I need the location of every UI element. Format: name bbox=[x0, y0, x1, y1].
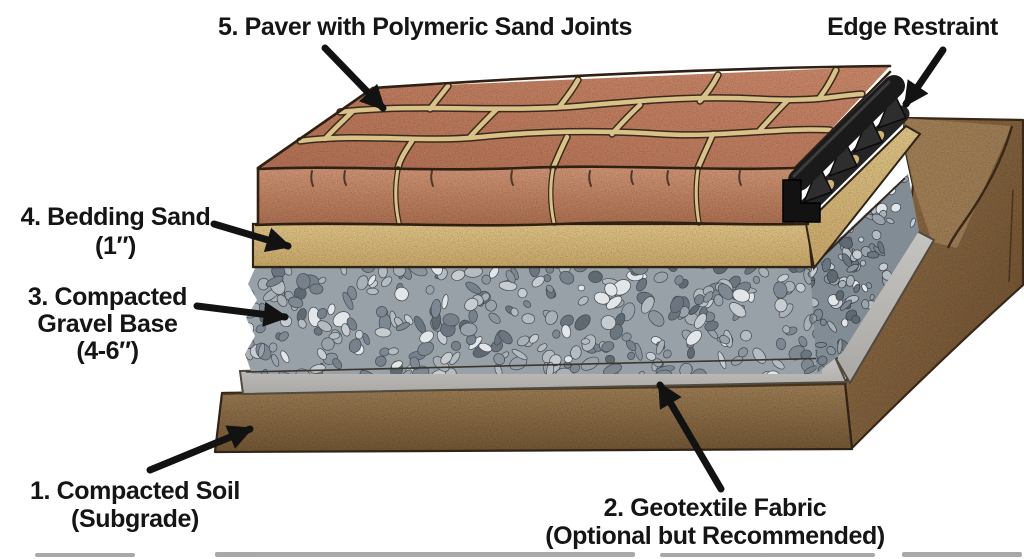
label-geotextile: 2. Geotextile Fabric (Optional but Recom… bbox=[500, 494, 930, 550]
arrow-paver bbox=[321, 44, 387, 112]
paver-front-face bbox=[258, 168, 795, 224]
label-gravel-base-line1: 3. Compacted bbox=[27, 283, 188, 311]
label-compacted-soil-line2: (Subgrade) bbox=[71, 505, 199, 533]
soil-bank bbox=[843, 116, 1024, 450]
label-edge-restraint-text: Edge Restraint bbox=[827, 13, 998, 41]
bottom-edge-strip bbox=[35, 552, 1022, 557]
soil-trench-slope bbox=[903, 118, 1012, 248]
arrow-compacted-soil bbox=[146, 425, 254, 474]
edge-restraint-cross-section bbox=[782, 179, 821, 223]
label-bedding-sand-line1: 4. Bedding Sand bbox=[20, 203, 211, 231]
label-gravel-base-line3: (4-6″) bbox=[76, 337, 139, 365]
label-gravel-base: 3. Compacted Gravel Base (4-6″) bbox=[5, 284, 210, 365]
arrow-bedding-sand bbox=[210, 220, 292, 252]
label-edge-restraint: Edge Restraint bbox=[805, 13, 1020, 41]
label-geotextile-line1: 2. Geotextile Fabric bbox=[603, 494, 827, 522]
label-bedding-sand: 4. Bedding Sand (1″) bbox=[8, 203, 223, 261]
gravel-layer-front bbox=[245, 265, 839, 374]
label-compacted-soil-line1: 1. Compacted Soil bbox=[30, 477, 240, 505]
label-paver-joints-text: 5. Paver with Polymeric Sand Joints bbox=[218, 13, 632, 41]
label-paver-joints: 5. Paver with Polymeric Sand Joints bbox=[175, 13, 675, 41]
paver-joint-lines bbox=[254, 64, 892, 227]
bedding-sand-rail bbox=[804, 124, 922, 271]
label-geotextile-line2: (Optional but Recommended) bbox=[545, 522, 885, 550]
label-compacted-soil: 1. Compacted Soil (Subgrade) bbox=[25, 477, 245, 533]
arrow-gravel-base bbox=[193, 301, 289, 327]
arrow-edge-restraint bbox=[902, 46, 947, 108]
edge-restraint bbox=[782, 75, 910, 223]
bedding-sand-layer bbox=[251, 124, 922, 271]
edge-restraint-fins bbox=[803, 90, 907, 203]
arrow-geotextile bbox=[656, 381, 725, 493]
label-bedding-sand-line2: (1″) bbox=[95, 232, 136, 260]
label-gravel-base-line2: Gravel Base bbox=[37, 310, 178, 338]
callout-arrows bbox=[146, 44, 947, 493]
